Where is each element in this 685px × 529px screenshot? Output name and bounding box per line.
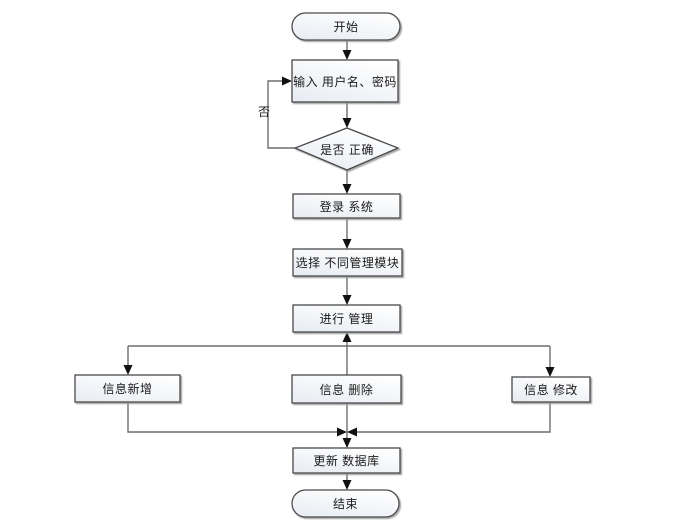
- node-login-shape: [292, 193, 401, 219]
- node-end-shape: [291, 489, 400, 518]
- node-update-db-shape: [292, 447, 401, 474]
- arrow-down-icon: [123, 365, 133, 375]
- arrow-down-icon: [342, 295, 352, 305]
- edge-no-loop: [267, 80, 295, 149]
- node-input-shape: [291, 59, 399, 103]
- arrow-left-icon: [347, 427, 357, 437]
- arrow-down-icon: [545, 367, 555, 377]
- arrow-right-icon: [337, 427, 347, 437]
- arrow-down-icon: [342, 239, 352, 249]
- arrowheads: [123, 50, 555, 490]
- arrow-down-icon: [342, 50, 352, 60]
- node-info-modify-shape: [511, 376, 591, 403]
- node-manage-shape: [292, 304, 401, 333]
- arrow-down-icon: [342, 184, 352, 194]
- node-select-module-shape: [292, 248, 403, 277]
- node-decision-shape: [293, 127, 400, 171]
- arrow-up-icon: [342, 332, 352, 342]
- edge-bottom-right: [354, 402, 551, 433]
- arrow-right-icon: [282, 76, 292, 86]
- node-info-delete-shape: [291, 374, 402, 404]
- arrow-down-icon: [342, 438, 352, 448]
- node-shapes: [74, 12, 591, 518]
- node-info-add-shape: [74, 374, 181, 403]
- node-start-shape: [291, 12, 401, 41]
- arrow-down-icon: [342, 118, 352, 128]
- arrow-down-icon: [342, 480, 352, 490]
- edge-bottom-left: [127, 402, 340, 433]
